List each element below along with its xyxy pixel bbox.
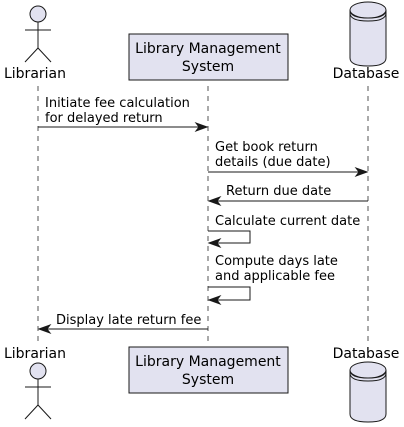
database-label-bottom: Database (333, 346, 400, 362)
message-5-label-line2: and applicable fee (215, 269, 335, 284)
database-top-icon (349, 1, 387, 67)
message-1-label-line2: for delayed return (45, 111, 163, 126)
message-5-arrowhead (207, 294, 222, 306)
message-5-label-line1: Compute days late (215, 254, 338, 269)
system-box-top (128, 33, 289, 81)
message-1-arrowhead (194, 121, 209, 133)
librarian-actor-bottom-icon (24, 362, 52, 420)
system-label-bottom-line1: Library Management (135, 354, 281, 370)
system-label-bottom-line2: System (182, 372, 234, 388)
message-2-label-line1: Get book return (215, 140, 318, 155)
system-label-top-line1: Library Management (135, 41, 281, 57)
message-3-arrowhead (207, 195, 222, 207)
message-2-arrowhead (354, 166, 369, 178)
message-5-arrow (208, 286, 251, 301)
message-4-arrow (208, 230, 251, 244)
message-6-arrowhead (37, 323, 52, 335)
message-4-arrowhead (207, 237, 222, 249)
database-bottom-icon (349, 361, 387, 423)
message-3-label: Return due date (226, 184, 331, 199)
librarian-actor-top-icon (24, 5, 52, 63)
message-6-label: Display late return fee (56, 313, 201, 328)
system-label-top-line2: System (182, 59, 234, 75)
system-box-bottom (128, 346, 289, 394)
database-label-top: Database (333, 66, 400, 82)
message-2-label-line2: details (due date) (215, 155, 331, 170)
librarian-label-bottom: Librarian (4, 346, 66, 362)
librarian-label-top: Librarian (4, 66, 66, 82)
message-1-label-line1: Initiate fee calculation (45, 96, 190, 111)
message-4-label: Calculate current date (215, 214, 360, 229)
